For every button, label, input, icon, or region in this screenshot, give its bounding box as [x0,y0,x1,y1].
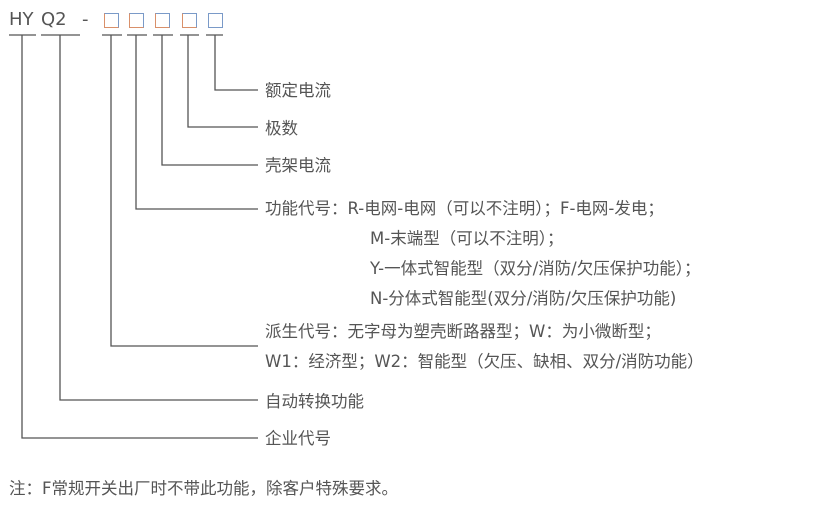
label-auto-transfer: 自动转换功能 [265,392,364,411]
label-derived-w: W1：经济型；W2：智能型（欠压、缺相、双分/消防功能） [265,352,704,371]
label-function-code: 功能代号：R-电网-电网（可以不注明）；F-电网-发电； [265,199,664,218]
label-function-y: Y-一体式智能型（双分/消防/欠压保护功能）； [370,259,701,278]
code-box-frame [155,13,170,28]
code-box-derived [104,13,119,28]
code-box-function [129,13,144,28]
prefix-q2: Q2 [41,9,67,30]
label-company-code: 企业代号 [265,429,331,448]
code-box-rated [208,13,223,28]
footnote: 注：F常规开关出厂时不带此功能，除客户特殊要求。 [9,479,398,498]
label-derived-code: 派生代号：无字母为塑壳断路器型；W：为小微断型； [265,322,661,341]
code-box-poles [182,13,197,28]
label-poles: 极数 [265,119,298,138]
label-frame-current: 壳架电流 [265,156,331,175]
prefix-dash: - [82,9,89,30]
label-function-n: N-分体式智能型(双分/消防/欠压保护功能) [370,289,677,308]
prefix-hy: HY [9,9,34,30]
label-function-m: M-末端型（可以不注明）； [370,229,564,248]
label-rated-current: 额定电流 [265,81,331,100]
